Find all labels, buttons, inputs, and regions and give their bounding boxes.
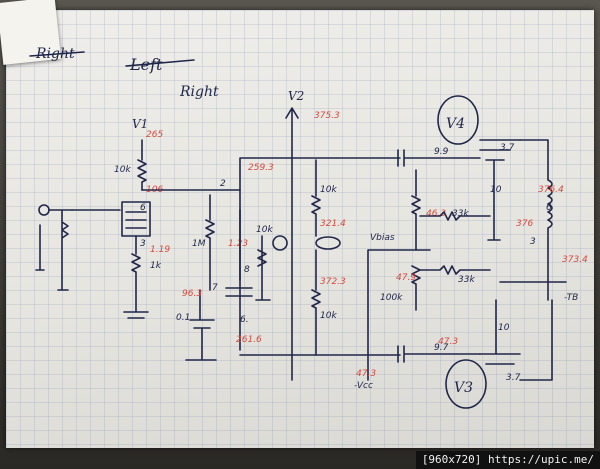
v1-tube-symbol (121, 201, 151, 237)
mid-372-voltage: 372.3 (320, 277, 346, 287)
r-grid-label: 1M (192, 239, 206, 249)
v2-tube-symbol (225, 209, 253, 297)
cross-line (125, 59, 195, 67)
input-pot (35, 209, 73, 291)
r-plate-label: 10k (114, 165, 131, 175)
r-10k-b-label: 10k (320, 311, 337, 321)
pot-label: 10k (256, 225, 273, 235)
right-top-voltage: 46.3 (426, 209, 446, 219)
vbias-label: Vbias (370, 233, 395, 243)
balance-pot (255, 235, 271, 301)
cap-label: 0.1 (176, 313, 190, 323)
r-10k-a-label: 10k (320, 185, 337, 195)
v4-99-label: 9.9 (434, 147, 449, 157)
bottom-voltage: 47.3 (356, 369, 376, 379)
r-33k-b-resistor (419, 265, 491, 275)
trim-pot-icon (272, 235, 288, 251)
v1-cathode-resistor (123, 235, 149, 319)
pin3-label: 3 (140, 239, 146, 249)
output-transformer (519, 139, 553, 381)
v1-tube-elements (125, 211, 147, 229)
ten-b-label: 10 (498, 323, 510, 333)
r-33k-a-resistor (419, 211, 491, 221)
watermark-label: [960x720] https://upic.me/ (415, 451, 600, 469)
xfmr-mid-voltage: 376 (516, 219, 533, 229)
r-cathode-label: 1k (150, 261, 162, 271)
bias-resistor-chain (411, 169, 421, 311)
r-33k-b-label: 33k (458, 275, 475, 285)
xfmr-bot-voltage: 373.4 (562, 255, 588, 265)
v4-tube-symbol (479, 139, 521, 241)
pin7-label: 7 (212, 283, 218, 293)
node-d-voltage: 261.6 (236, 335, 262, 345)
xfmr-6-label: 6 (546, 203, 552, 213)
grid-resistor-network (185, 194, 217, 361)
r-33k-a-label: 33k (452, 209, 469, 219)
right-mid-voltage: 47.9 (396, 273, 416, 283)
v2-label: V2 (288, 89, 304, 103)
lower-coupling-cap (397, 345, 481, 363)
strikethrough-line (29, 51, 85, 57)
node-c-voltage: 96.3 (182, 289, 202, 299)
v3-circle (445, 359, 487, 409)
vbias-wire (367, 249, 431, 381)
xfmr-top-voltage: 376.4 (538, 185, 564, 195)
v1-cathode-voltage: 1.19 (150, 245, 170, 255)
tb-label: -TB (564, 293, 578, 303)
xfmr-3-label: 3 (530, 237, 536, 247)
center-resistor-chain (311, 159, 321, 356)
v4-label: V4 (446, 116, 465, 132)
pin2-label: 2 (220, 179, 226, 189)
pin8-label: 8 (244, 265, 250, 275)
b-plus-rail (285, 107, 299, 381)
pin6-label: 6 (140, 203, 146, 213)
paper-sheet (6, 10, 594, 448)
v3-tube-symbol (479, 299, 521, 365)
v3-99-voltage: 47.3 (438, 337, 458, 347)
heading-main: Right (179, 84, 219, 100)
v3-97-label: 9.7 (434, 343, 449, 353)
ten-a-label: 10 (490, 185, 502, 195)
v2-supply-voltage: 375.3 (314, 111, 340, 121)
v1-plate-resistor (137, 139, 147, 191)
mid-321-voltage: 321.4 (320, 219, 346, 229)
input-jack-icon (38, 204, 50, 216)
trim-pot-b-icon (315, 236, 341, 250)
v1-supply-voltage: 265 (146, 130, 163, 140)
v3-label: V3 (454, 380, 473, 396)
vcc-label: -Vcc (354, 381, 373, 391)
v3-37-label: 3.7 (506, 373, 521, 383)
v4-37-label: 3.7 (500, 143, 515, 153)
node-upper-voltage: 259.3 (248, 163, 274, 173)
node-b-voltage: 1.23 (228, 239, 248, 249)
upper-coupling-cap (397, 149, 481, 167)
v4-circle (437, 95, 479, 145)
v1-label: V1 (132, 117, 148, 131)
paper-grid (6, 10, 594, 448)
pin6b-label: 6. (240, 315, 249, 325)
r-100k-label: 100k (380, 293, 403, 303)
